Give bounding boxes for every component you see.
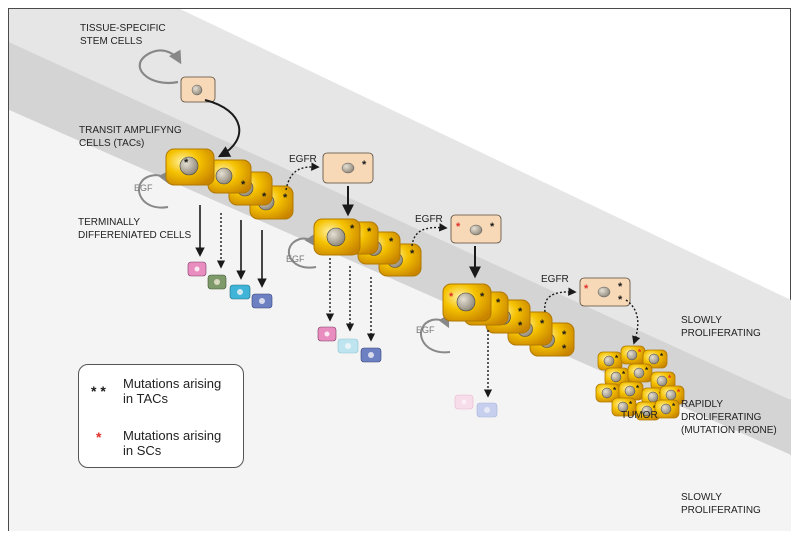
label-egf-2: EGF xyxy=(286,254,305,264)
svg-text:*: * xyxy=(496,297,501,309)
egf-loop-1 xyxy=(138,170,170,209)
legend-box: * * Mutations arising in TACs * Mutation… xyxy=(78,364,244,468)
tumor-cell: * xyxy=(627,363,653,383)
label-egf-1: EGF xyxy=(134,183,153,193)
svg-text:*: * xyxy=(456,221,461,233)
svg-text:*: * xyxy=(613,386,617,395)
label-rapidly: RAPIDLY DROLIFERATING (MUTATION PRONE) xyxy=(681,399,777,436)
diff-cell-green-1 xyxy=(207,274,227,290)
svg-text:*: * xyxy=(584,283,589,295)
svg-text:*: * xyxy=(350,223,355,235)
egf-loop-3 xyxy=(420,314,451,354)
svg-text:*: * xyxy=(629,400,633,409)
tumor-cell: * xyxy=(611,397,637,417)
label-egfr-3: EGFR xyxy=(541,274,569,285)
tac-stack-1: * * * * xyxy=(165,148,294,220)
diff-cell-pink-1 xyxy=(187,261,207,277)
svg-text:*: * xyxy=(672,402,676,411)
legend-sc-text: Mutations arising in SCs xyxy=(123,428,222,458)
label-tacs: TRANSIT AMPLIFYNG CELLS (TACs) xyxy=(79,125,182,149)
diff-cell-pink-3 xyxy=(454,394,474,410)
diff-cell-cyan-1 xyxy=(229,284,251,300)
svg-text:*: * xyxy=(638,348,642,357)
diff-cell-blue-1 xyxy=(251,293,273,309)
tac-stack-3: * * * * * * * * xyxy=(442,283,575,357)
stem-to-tac-arrow xyxy=(204,99,241,158)
tumor-cell: * xyxy=(595,383,621,403)
tumor-cell: * xyxy=(642,349,668,369)
svg-text:*: * xyxy=(562,329,567,341)
stem-cell-2: * xyxy=(322,152,374,184)
label-stem-cells: TISSUE-SPECIFIC STEM CELLS xyxy=(80,23,166,47)
svg-text:*: * xyxy=(645,366,649,375)
stem-cell-3: * * xyxy=(450,214,502,244)
svg-text:*: * xyxy=(184,157,189,169)
tumor-cell: * xyxy=(618,381,644,401)
svg-text:*: * xyxy=(389,236,394,248)
svg-text:*: * xyxy=(518,320,523,332)
label-egf-3: EGF xyxy=(416,325,435,335)
legend-black-stars: * * xyxy=(91,383,106,399)
label-slowly-top: SLOWLY PROLIFERATING xyxy=(681,315,761,339)
stem-cell-main xyxy=(180,76,216,103)
svg-text:*: * xyxy=(362,159,367,171)
svg-text:*: * xyxy=(241,179,246,191)
label-tumor: TUMOR xyxy=(621,410,658,421)
tumor-cell: * xyxy=(659,385,685,405)
label-slowly-bottom: SLOWLY PROLIFERATING xyxy=(681,492,761,516)
svg-text:*: * xyxy=(677,388,681,397)
svg-text:*: * xyxy=(618,294,623,306)
tumor-cell: * xyxy=(650,371,676,391)
label-egfr-1: EGFR xyxy=(289,154,317,165)
svg-text:*: * xyxy=(480,291,485,303)
label-terminal-cells: TERMINALLY DIFFERENIATED CELLS xyxy=(78,217,192,241)
svg-text:*: * xyxy=(518,306,523,318)
svg-text:*: * xyxy=(562,343,567,355)
stem-self-renew-arrow xyxy=(138,49,182,85)
svg-text:*: * xyxy=(410,248,415,260)
tumor-cell: * xyxy=(654,399,680,419)
svg-text:*: * xyxy=(262,191,267,203)
egfr-arrow-1 xyxy=(285,162,320,191)
tac-stack-2: * * * * xyxy=(313,218,422,277)
svg-text:*: * xyxy=(660,352,664,361)
tumor-cell: * xyxy=(620,345,646,365)
stem4-to-tumor-arrow xyxy=(625,299,641,345)
svg-text:*: * xyxy=(618,281,623,293)
svg-text:*: * xyxy=(540,318,545,330)
diff-cell-cyan-2 xyxy=(337,338,359,354)
egf-loop-2 xyxy=(288,233,317,269)
svg-text:*: * xyxy=(490,221,495,233)
svg-text:*: * xyxy=(449,291,454,303)
legend-tac-text: Mutations arising in TACs xyxy=(123,376,222,406)
diff-cell-blue-3 xyxy=(476,402,498,418)
svg-text:*: * xyxy=(367,226,372,238)
stem-cell-4: * * * xyxy=(579,277,631,307)
diff-cell-blue-2 xyxy=(360,347,382,363)
svg-text:*: * xyxy=(668,374,672,383)
legend-red-star: * xyxy=(96,429,102,445)
svg-text:*: * xyxy=(622,370,626,379)
tumor-cluster: ************* xyxy=(595,345,685,421)
svg-text:*: * xyxy=(615,354,619,363)
diff-cell-pink-2 xyxy=(317,326,337,342)
svg-text:*: * xyxy=(636,384,640,393)
svg-text:*: * xyxy=(283,192,288,204)
tumor-cell: * xyxy=(597,351,623,371)
label-egfr-2: EGFR xyxy=(415,214,443,225)
